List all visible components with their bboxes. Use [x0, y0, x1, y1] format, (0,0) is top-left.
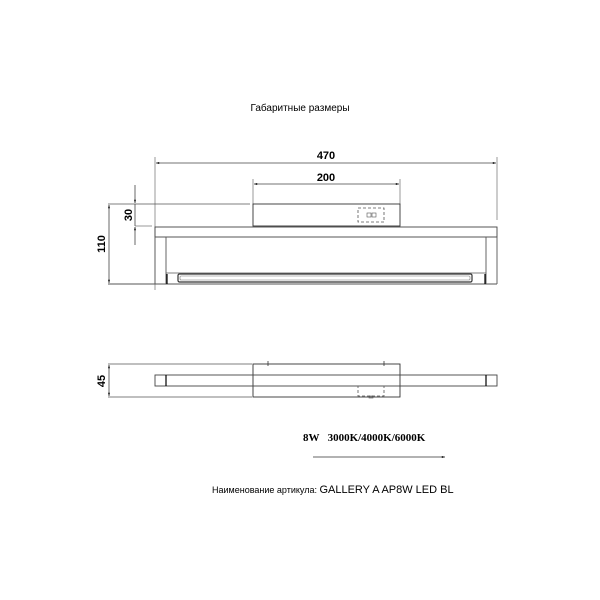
drawing-title: Габаритные размеры	[250, 103, 350, 114]
dim-label-470: 470	[317, 150, 335, 162]
led-tube	[177, 273, 473, 283]
top-view	[108, 361, 498, 399]
color-temps: 3000K/4000K/6000K	[327, 432, 426, 444]
driver-box	[357, 207, 385, 223]
dim-label-200: 200	[317, 172, 335, 184]
top-bar	[154, 226, 498, 238]
article-line: Наименование артикула: GALLERY A AP8W LE…	[212, 484, 454, 496]
dim-label-45: 45	[96, 375, 108, 387]
dim-label-110: 110	[96, 235, 108, 253]
mount-base-top	[252, 363, 401, 398]
front-view	[108, 157, 498, 290]
spec-line: 8W 3000K/4000K/6000K	[303, 432, 425, 444]
mount-base	[252, 203, 401, 227]
bar-top-view	[154, 374, 498, 387]
dim-label-30: 30	[123, 209, 135, 221]
power-value: 8W	[303, 432, 320, 444]
driver-box-top	[357, 385, 385, 397]
article-value: GALLERY A AP8W LED BL	[319, 484, 454, 496]
article-label: Наименование артикула:	[212, 485, 317, 495]
